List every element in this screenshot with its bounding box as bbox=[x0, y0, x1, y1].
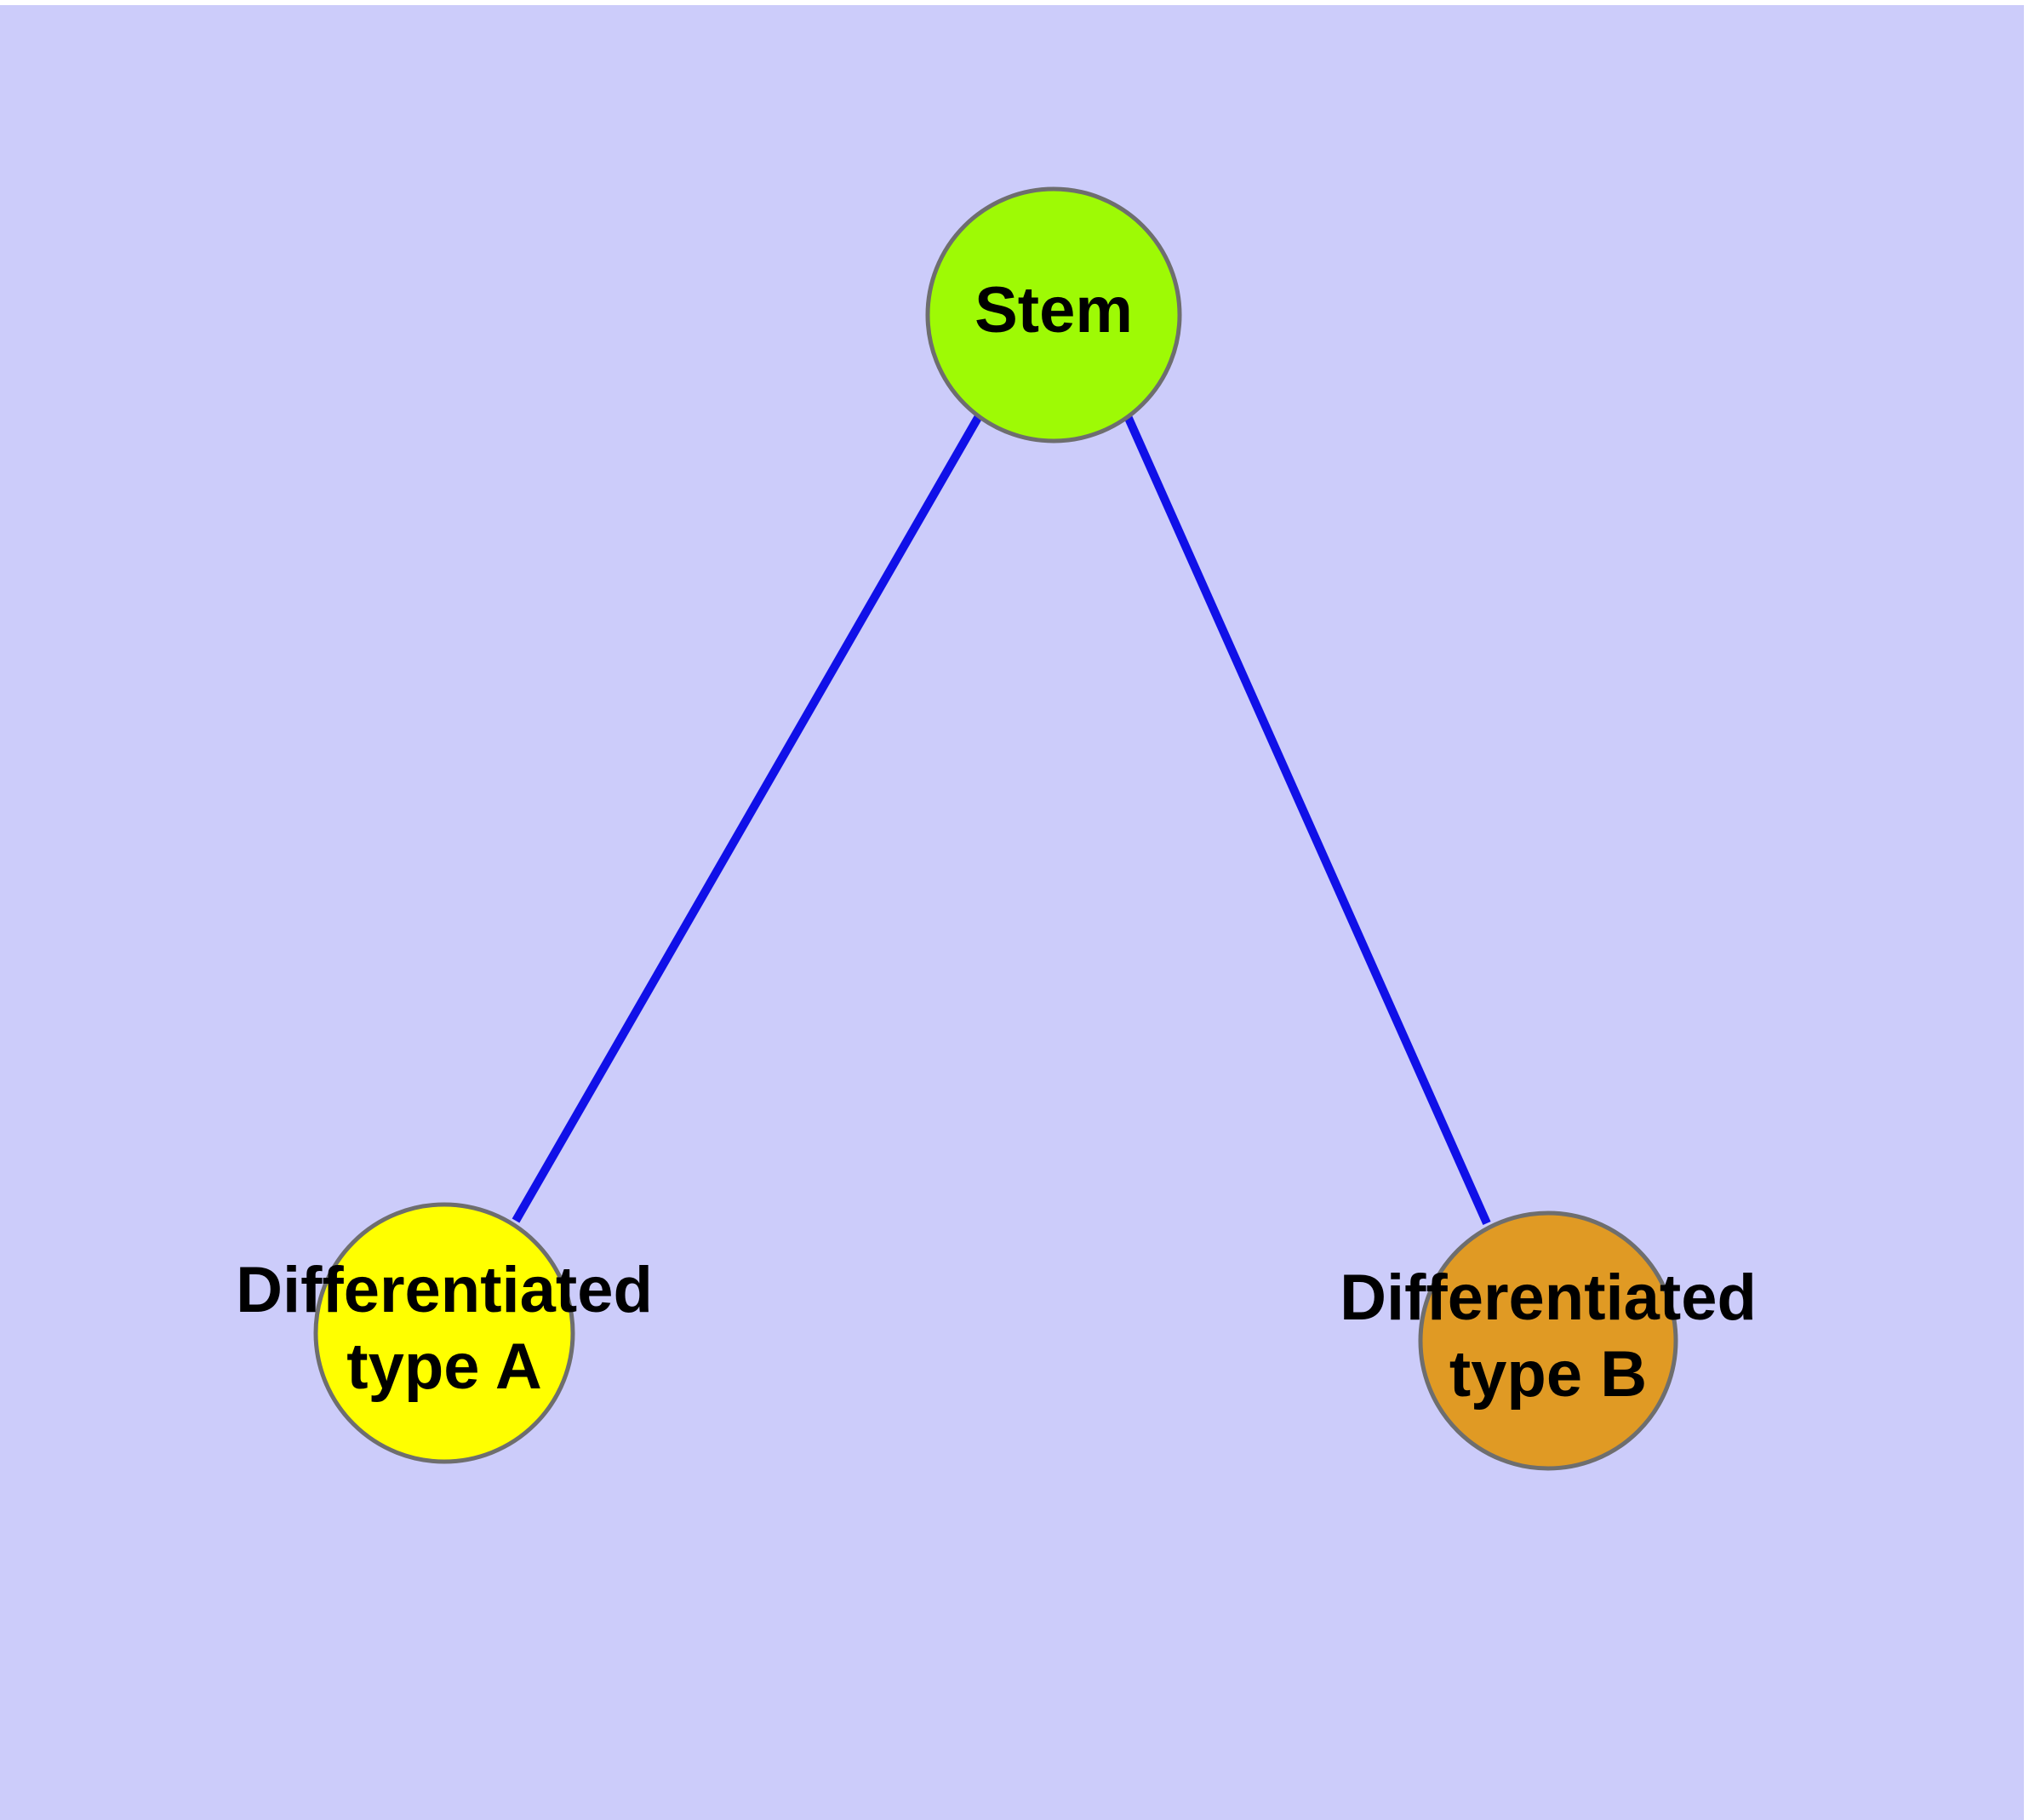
label-line: Stem bbox=[974, 274, 1133, 346]
edge-stem-to-differentiated-type-a[interactable] bbox=[512, 414, 983, 1223]
label-line: Differentiated bbox=[236, 1254, 653, 1326]
label-line: Differentiated bbox=[1340, 1262, 1757, 1334]
node-stem-label: Stem bbox=[974, 274, 1133, 346]
label-line: type B bbox=[1449, 1338, 1647, 1411]
edge-layer bbox=[512, 414, 1491, 1226]
node-layer bbox=[313, 186, 1678, 1471]
edge-stem-to-differentiated-type-b[interactable] bbox=[1123, 414, 1491, 1226]
node-differentiated-type-a-circle[interactable] bbox=[313, 1202, 575, 1464]
node-differentiated-type-b-circle[interactable] bbox=[1418, 1210, 1678, 1471]
label-line: type A bbox=[346, 1331, 541, 1403]
node-stem-circle[interactable] bbox=[925, 186, 1182, 444]
